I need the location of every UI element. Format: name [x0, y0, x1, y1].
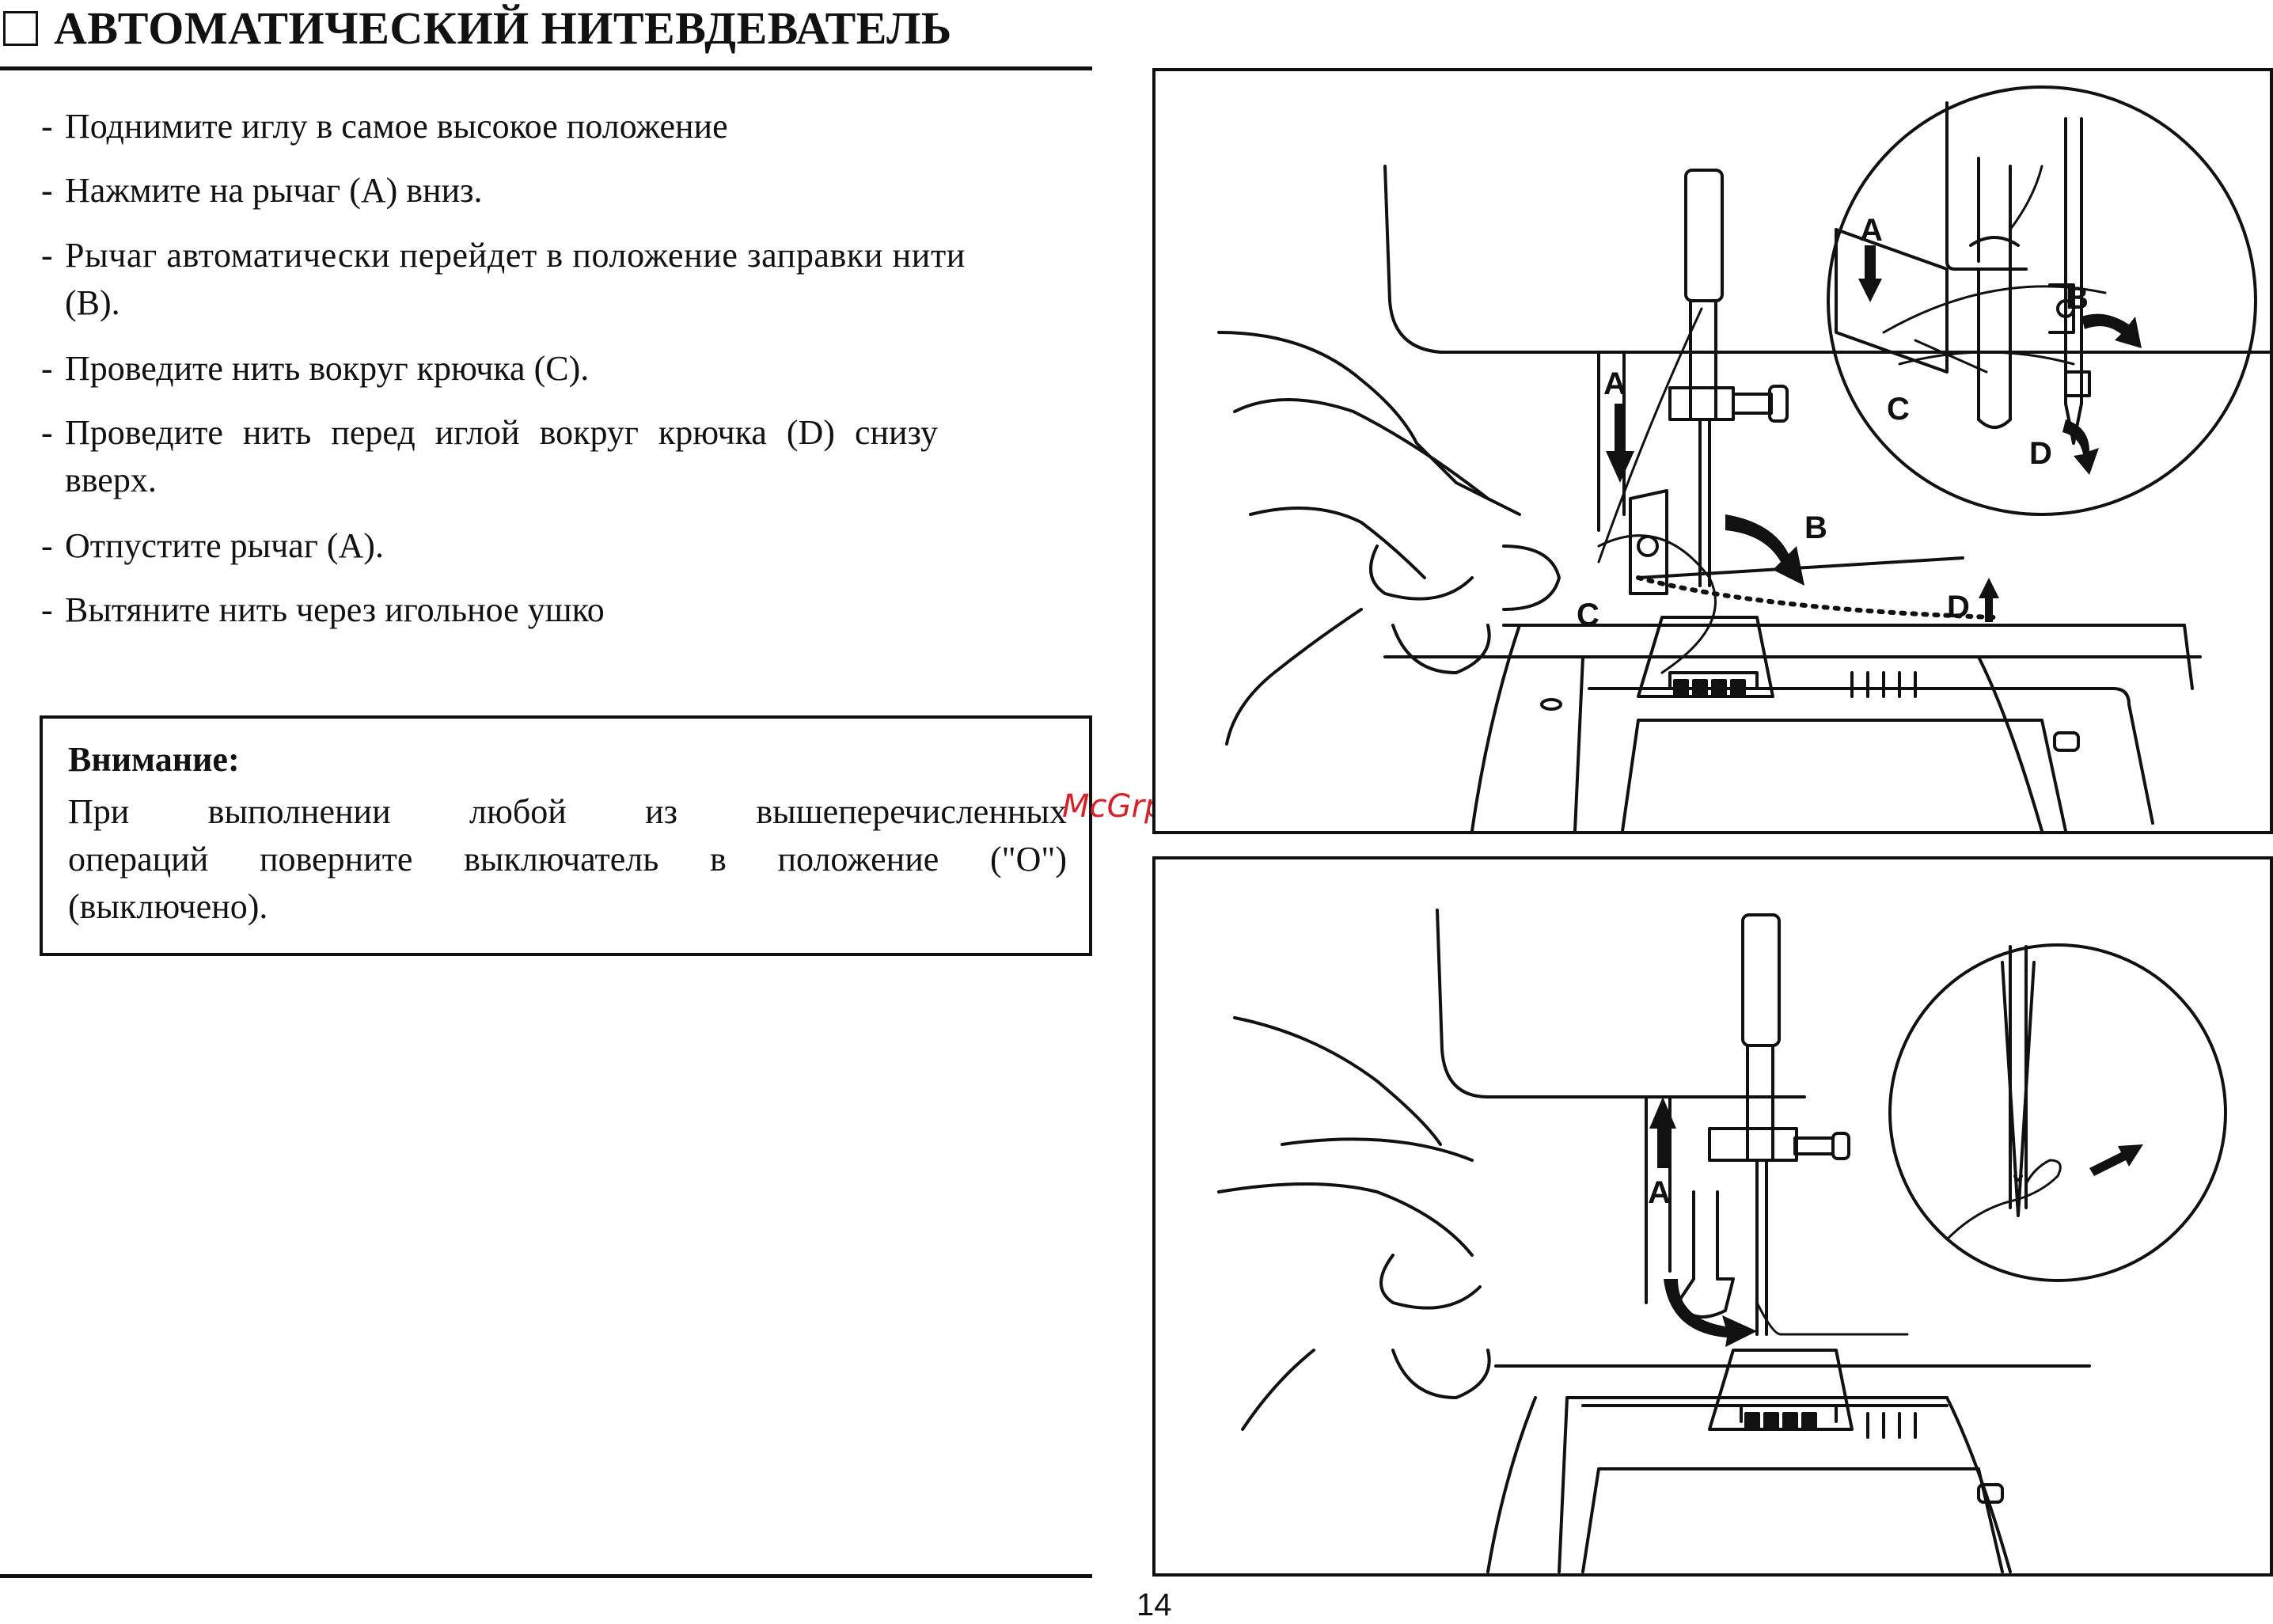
section-header: АВТОМАТИЧЕСКИЙ НИТЕВДЕВАТЕЛЬ	[0, 0, 1092, 71]
sewing-machine-illustration: A B C D A B	[1217, 85, 2273, 833]
list-item-text: Проведите нить перед иглой вокруг крючка…	[65, 413, 939, 452]
inset-label-d: D	[2029, 436, 2052, 471]
page-number: 14	[1136, 1588, 1172, 1622]
label-d: D	[1947, 590, 1970, 624]
label-b: B	[1804, 510, 1827, 545]
sewing-machine-illustration: A	[1217, 909, 2227, 1573]
figure-threading-step: A B C D A B	[1152, 68, 2273, 834]
list-item-text: Рычаг автоматически перейдет в положение…	[65, 236, 966, 275]
list-item: -Нажмите на рычаг (А) вниз.	[41, 171, 483, 210]
inset-label-a: A	[1860, 213, 1883, 248]
figure-pull-thread: A	[1152, 856, 2273, 1577]
list-item: -Проведите нить перед иглой вокруг крючк…	[41, 413, 939, 452]
list-item-text: Нажмите на рычаг (А) вниз.	[65, 171, 483, 210]
bottom-rule	[0, 1574, 1092, 1578]
inset-label-c: C	[1887, 392, 1910, 427]
inset-label-b: B	[2066, 281, 2089, 316]
list-item: -Отпустите рычаг (А).	[41, 526, 384, 565]
warning-text-line: При выполнении любой из вышеперечисленны…	[68, 792, 1067, 831]
list-item: -Проведите нить вокруг крючка (С).	[41, 349, 590, 388]
list-item-continuation: (В).	[65, 283, 120, 322]
warning-text-line: (выключено).	[68, 887, 268, 926]
label-a: A	[1603, 366, 1626, 401]
list-item-continuation: вверх.	[65, 461, 157, 499]
list-item-text: Отпустите рычаг (А).	[65, 526, 384, 565]
list-item-text: Проведите нить вокруг крючка (С).	[65, 349, 590, 388]
list-item-text: Вытяните нить через игольное ушко	[65, 590, 605, 629]
warning-text-line: операций поверните выключатель в положен…	[68, 840, 1067, 878]
list-item-text: Поднимите иглу в самое высокое положение	[65, 107, 728, 146]
label-c: C	[1577, 598, 1599, 632]
warning-box: Внимание: При выполнении любой из вышепе…	[40, 715, 1092, 956]
warning-title: Внимание:	[68, 740, 240, 779]
list-item: -Поднимите иглу в самое высокое положени…	[41, 107, 728, 146]
top-rule	[0, 66, 1092, 70]
list-item: -Рычаг автоматически перейдет в положени…	[41, 236, 966, 275]
list-item: -Вытяните нить через игольное ушко	[41, 590, 605, 629]
section-title: АВТОМАТИЧЕСКИЙ НИТЕВДЕВАТЕЛЬ	[54, 2, 952, 54]
checkbox-square-icon	[3, 11, 38, 46]
label-a: A	[1648, 1175, 1671, 1210]
